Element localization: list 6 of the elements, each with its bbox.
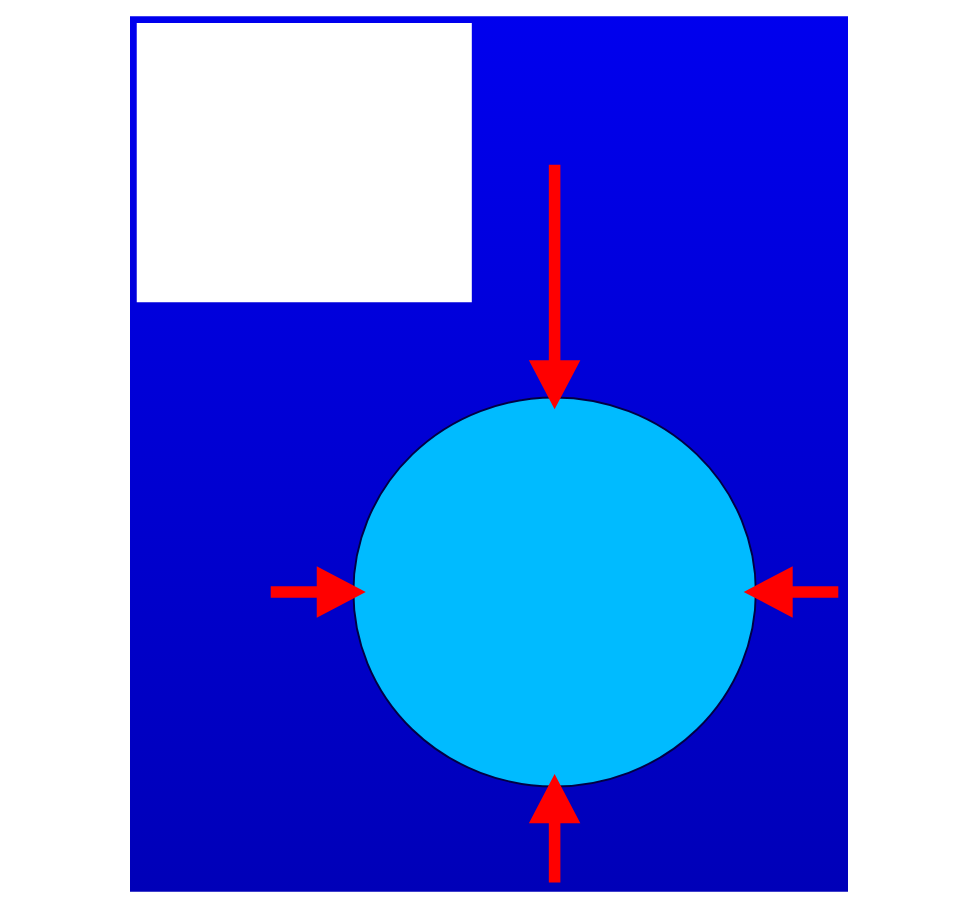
node-box [135, 22, 471, 303]
arrow [527, 164, 580, 410]
arrow [527, 774, 580, 883]
arrow [269, 566, 365, 618]
arrow [742, 566, 838, 618]
node-circle [351, 396, 756, 788]
